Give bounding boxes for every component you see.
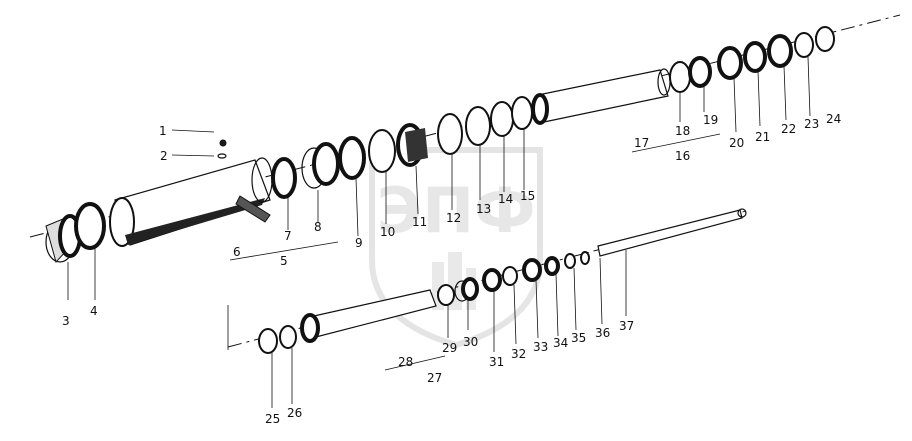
label-12: 12 — [446, 211, 461, 225]
label-5: 5 — [280, 254, 288, 268]
label-22: 22 — [781, 122, 796, 136]
part-rod-tube-28 — [300, 289, 437, 343]
label-37: 37 — [619, 319, 634, 333]
label-18: 18 — [675, 124, 690, 138]
part-ring-19 — [688, 56, 712, 88]
part-ring-36 — [580, 251, 590, 265]
part-ring-31 — [482, 268, 502, 292]
label-25: 25 — [265, 412, 280, 426]
label-17: 17 — [634, 136, 649, 150]
part-screw-1 — [219, 139, 227, 147]
part-ring-26 — [279, 325, 297, 349]
part-ring-21 — [743, 41, 767, 73]
label-35: 35 — [571, 331, 586, 345]
label-8: 8 — [314, 220, 322, 234]
label-26: 26 — [287, 406, 302, 420]
part-cylinder-body — [109, 157, 273, 247]
part-piston-rod-37 — [597, 208, 747, 257]
label-36: 36 — [595, 326, 610, 340]
part-tube-17 — [531, 68, 671, 125]
part-ring-9 — [338, 136, 366, 180]
label-15: 15 — [520, 189, 535, 203]
label-33: 33 — [533, 340, 548, 354]
part-ring-10 — [368, 129, 396, 173]
part-ring-4 — [74, 202, 106, 250]
part-ring-34 — [544, 256, 560, 276]
leader-lines — [67, 56, 811, 408]
part-ring-7 — [271, 157, 297, 199]
part-ring-13 — [465, 106, 491, 146]
watermark-text: ЭПФ — [377, 174, 536, 247]
label-14: 14 — [498, 192, 513, 206]
label-21: 21 — [755, 130, 770, 144]
label-23: 23 — [804, 117, 819, 131]
label-32: 32 — [511, 347, 526, 361]
part-ring-23 — [794, 32, 814, 58]
label-28: 28 — [398, 355, 413, 369]
label-13: 13 — [476, 202, 491, 216]
label-20: 20 — [729, 136, 744, 150]
label-1: 1 — [159, 124, 167, 138]
label-10: 10 — [380, 225, 395, 239]
part-ring-29 — [437, 284, 455, 306]
label-30: 30 — [463, 335, 478, 349]
label-9: 9 — [355, 236, 363, 250]
label-27: 27 — [427, 371, 442, 385]
label-2: 2 — [160, 149, 168, 163]
label-6: 6 — [233, 245, 241, 259]
part-washer-2 — [217, 153, 227, 159]
label-19: 19 — [703, 113, 718, 127]
label-24: 24 — [826, 112, 841, 126]
part-ring-35 — [564, 253, 576, 269]
label-34: 34 — [553, 336, 568, 350]
part-ring-33 — [522, 258, 542, 282]
label-7: 7 — [284, 229, 292, 243]
label-31: 31 — [489, 355, 504, 369]
part-ring-25 — [258, 328, 278, 354]
part-ring-20 — [717, 46, 743, 80]
watermark-logo: ЭПФ — [369, 147, 543, 349]
part-ring-22 — [767, 34, 793, 68]
part-number-labels: 1 2 3 4 5 6 7 8 9 10 11 12 13 14 15 16 1… — [62, 112, 841, 426]
label-29: 29 — [442, 341, 457, 355]
label-16: 16 — [675, 149, 690, 163]
part-ring-15 — [511, 96, 533, 130]
part-ring-18 — [669, 61, 691, 93]
label-11: 11 — [412, 215, 427, 229]
part-piston-11 — [396, 123, 428, 167]
label-4: 4 — [90, 304, 98, 318]
part-bushing-8 — [301, 142, 340, 189]
part-ring-24 — [815, 26, 835, 52]
part-ring-14 — [490, 101, 514, 137]
label-3: 3 — [62, 314, 70, 328]
part-ring-32 — [502, 266, 518, 286]
part-nut-30 — [454, 277, 479, 302]
part-ring-12 — [437, 113, 463, 155]
